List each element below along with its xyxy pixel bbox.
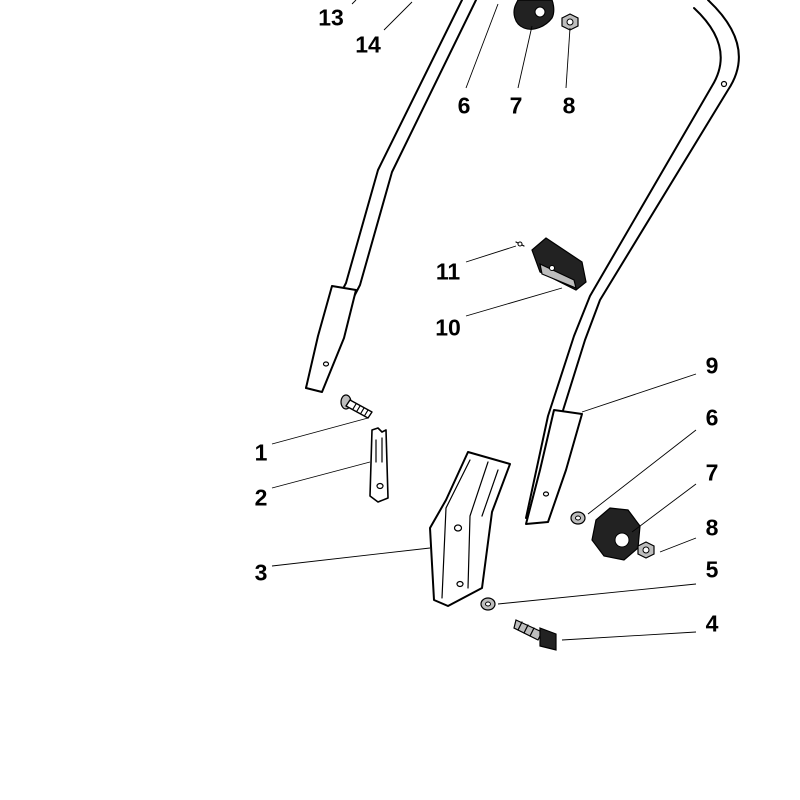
callout-11: 11 bbox=[435, 258, 461, 285]
callout-2: 2 bbox=[254, 484, 268, 511]
callout-3: 3 bbox=[254, 559, 268, 586]
leader-lines bbox=[271, 0, 697, 641]
handle-tube bbox=[305, 0, 740, 525]
callout-7-bottom: 7 bbox=[705, 459, 719, 486]
callout-10: 10 bbox=[435, 314, 461, 341]
callout-9: 9 bbox=[705, 352, 719, 379]
callout-8-bottom: 8 bbox=[705, 514, 719, 541]
callout-7-top: 7 bbox=[509, 92, 523, 119]
callout-6-bottom: 6 bbox=[705, 404, 719, 431]
callout-5: 5 bbox=[705, 556, 719, 583]
bolt-4-washer-5 bbox=[480, 597, 557, 651]
callout-8-top: 8 bbox=[562, 92, 576, 119]
lower-knob-assembly bbox=[570, 507, 655, 561]
callout-1: 1 bbox=[254, 439, 268, 466]
callout-14: 14 bbox=[355, 31, 381, 58]
top-knob-assembly bbox=[513, 0, 579, 31]
callout-6-top: 6 bbox=[457, 92, 471, 119]
callout-13: 13 bbox=[318, 4, 344, 31]
plate-2 bbox=[369, 427, 389, 503]
cable-clip bbox=[515, 237, 587, 291]
bolt-1 bbox=[340, 394, 373, 419]
bracket-3 bbox=[429, 451, 511, 607]
callout-4: 4 bbox=[705, 610, 719, 637]
